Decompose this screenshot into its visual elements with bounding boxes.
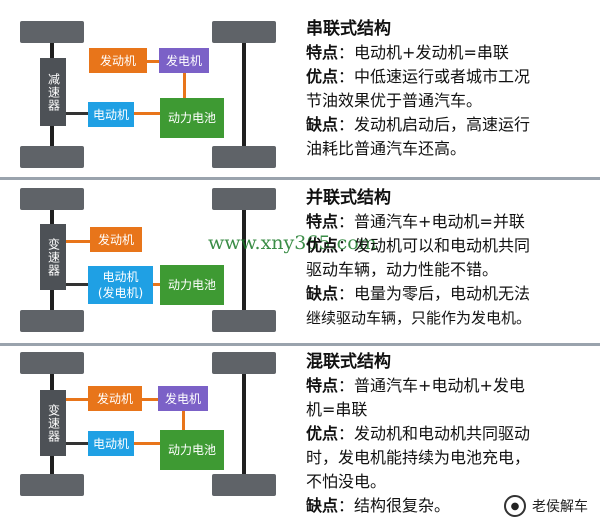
hybrid-description: 混联式结构 特点：普通汽车+电动机+发电 机=串联 优点：发动机和电动机共同驱动… — [306, 350, 596, 518]
desc-line: 特点：普通汽车+电动机=并联 — [306, 212, 525, 231]
hybrid-panel: 变速器 发动机 发电机 电动机 动力电池 混联式结构 特点：普通汽车+电动机+发… — [0, 346, 600, 523]
desc-line: 不怕没电。 — [306, 472, 387, 491]
desc-line: 特点：普通汽车+电动机+发电 — [306, 376, 525, 395]
motor-box: 电动机 — [88, 431, 134, 456]
wheel-front-left — [20, 188, 84, 210]
parallel-description: 并联式结构 特点：普通汽车+电动机=并联 优点：发动机可以和电动机共同 驱动车辆… — [306, 186, 596, 330]
wheel-rear-left — [20, 310, 84, 332]
brand-name: 老侯解车 — [532, 499, 588, 515]
desc-line: 缺点：结构很复杂。 — [306, 496, 451, 515]
motor-transmission-link — [66, 442, 88, 445]
motor-generator-box: 电动机 (发电机) — [88, 266, 153, 304]
engine-box: 发动机 — [90, 227, 142, 252]
desc-line: 节油效果优于普通汽车。 — [306, 91, 483, 110]
wheel-front-left — [20, 352, 84, 374]
engine-box: 发动机 — [88, 386, 142, 411]
right-axle — [242, 210, 246, 310]
series-panel: 减速器 发动机 发电机 电动机 动力电池 串联式结构 特点：电动机+发动机=串联… — [0, 0, 600, 176]
drive-shaft — [66, 112, 88, 115]
generator-battery-link — [183, 72, 186, 98]
reducer-box: 减速器 — [40, 58, 66, 126]
motor-battery-link — [133, 112, 160, 115]
generator-sublabel: (发电机) — [97, 286, 144, 300]
transmission-box: 变速器 — [40, 224, 66, 290]
desc-line: 优点：中低速运行或者城市工况 — [306, 67, 531, 86]
right-axle — [242, 43, 246, 146]
wheel-rear-left — [20, 146, 84, 168]
battery-box: 动力电池 — [160, 265, 224, 305]
motor-battery-link — [134, 442, 160, 445]
desc-line: 机=串联 — [306, 400, 368, 419]
wheel-front-right — [212, 188, 276, 210]
motor-box: 电动机 — [88, 102, 134, 127]
generator-box: 发电机 — [159, 48, 209, 73]
engine-generator-link — [147, 60, 159, 63]
series-description: 串联式结构 特点：电动机+发动机=串联 优点：中低速运行或者城市工况 节油效果优… — [306, 17, 596, 161]
wheel-rear-right — [212, 146, 276, 168]
wheel-rear-left — [20, 474, 84, 496]
desc-line: 特点：电动机+发动机=串联 — [306, 43, 509, 62]
desc-line: 继续驱动车辆，只能作为发电机。 — [306, 309, 532, 327]
battery-box: 动力电池 — [160, 98, 224, 138]
parallel-title: 并联式结构 — [306, 188, 391, 208]
hybrid-title: 混联式结构 — [306, 352, 391, 372]
desc-line: 油耗比普通汽车还高。 — [306, 139, 467, 158]
wheel-front-right — [212, 21, 276, 43]
battery-box: 动力电池 — [160, 430, 224, 470]
series-title: 串联式结构 — [306, 19, 391, 39]
motor-label: 电动机 — [102, 270, 139, 284]
engine-transmission-link — [66, 398, 88, 401]
engine-box: 发动机 — [89, 48, 147, 73]
desc-line: 驱动车辆，动力性能不错。 — [306, 260, 499, 279]
engine-generator-link — [142, 398, 158, 401]
right-axle — [242, 374, 246, 474]
desc-line: 优点：发动机和电动机共同驱动 — [306, 424, 531, 443]
watermark-text: www.xny365.com — [208, 232, 377, 254]
wheel-rear-right — [212, 474, 276, 496]
desc-line: 缺点：电量为零后，电动机无法 — [306, 284, 531, 303]
desc-line: 优点：发动机可以和电动机共同 — [306, 236, 531, 255]
motor-transmission-link — [66, 283, 88, 286]
wechat-icon: ● — [504, 495, 526, 517]
desc-line: 缺点：发动机启动后，高速运行 — [306, 115, 531, 134]
wheel-rear-right — [212, 310, 276, 332]
motor-battery-link — [153, 283, 160, 286]
transmission-box: 变速器 — [40, 390, 66, 456]
brand-badge: ● 老侯解车 — [504, 495, 588, 517]
section-divider — [0, 177, 600, 180]
desc-line: 时，发电机能持续为电池充电， — [306, 448, 531, 467]
engine-transmission-link — [66, 240, 90, 243]
wheel-front-left — [20, 21, 84, 43]
generator-box: 发电机 — [158, 386, 208, 411]
section-divider — [0, 343, 600, 346]
wheel-front-right — [212, 352, 276, 374]
generator-battery-link — [182, 410, 185, 430]
parallel-panel: 变速器 发动机 电动机 (发电机) 动力电池 www.xny365.com 并联… — [0, 180, 600, 343]
